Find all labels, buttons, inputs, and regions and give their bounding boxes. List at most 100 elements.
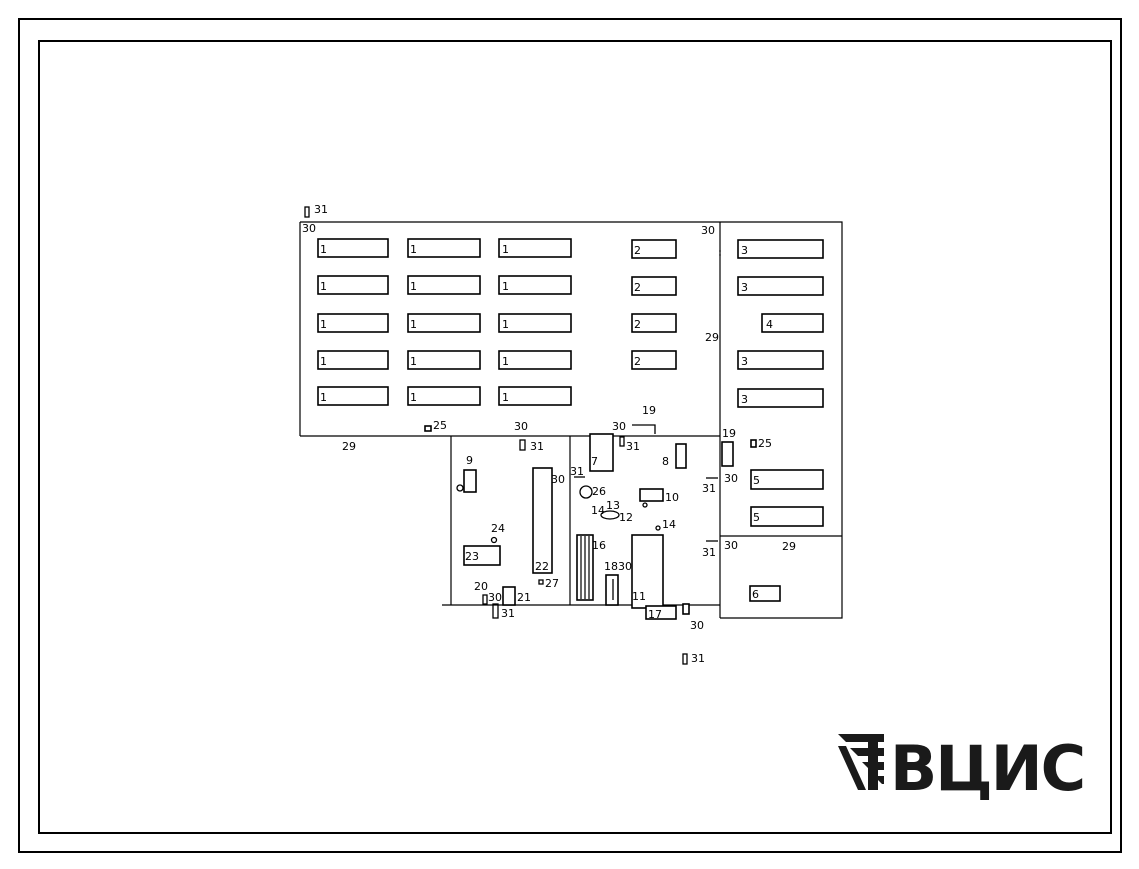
annotation-label: 30 (724, 539, 738, 552)
annotation-label: 19 (722, 427, 736, 440)
eq-label: 2 (634, 281, 641, 294)
eq-label: 22 (535, 560, 549, 573)
eq-label: 6 (752, 588, 759, 601)
eq-18-box (605, 574, 619, 606)
eq-1f-box (498, 275, 572, 295)
fixture-9-circle (456, 484, 464, 492)
fixture-30h (482, 594, 488, 605)
eq-label: 1 (502, 355, 509, 368)
eq-label: 9 (466, 454, 473, 467)
eq-11-box (631, 534, 664, 609)
eq-label: 10 (665, 491, 679, 504)
stacked-stripes-logo-icon (838, 734, 884, 790)
eq-1o-box (498, 386, 572, 406)
eq-16-stripes (580, 536, 590, 599)
fixture-10-dot (642, 502, 648, 508)
annotation-label: 30 (701, 224, 715, 237)
eq-label: 1 (320, 355, 327, 368)
eq-1j-box (317, 350, 389, 370)
fixture-31b (519, 439, 526, 451)
fixture-31g (492, 603, 499, 619)
equipment-labels: 1 1 1 1 1 1 1 1 1 1 1 1 1 1 1 2 2 2 2 3 … (320, 243, 773, 621)
fixture-19a (632, 424, 656, 434)
eq-1b-box (407, 238, 481, 258)
eq-6-box (749, 585, 781, 602)
eq-label: 17 (648, 608, 662, 621)
eq-label: 8 (662, 455, 669, 468)
annotation-label: 31 (501, 607, 515, 620)
annotation-label: 31 (702, 482, 716, 495)
annotation-labels: 31 30 30 29 29 29 25 25 30 31 30 31 19 1… (302, 203, 796, 665)
eq-5b-box (750, 506, 824, 527)
eq-label: 1 (502, 391, 509, 404)
annotation-label: 30 (690, 619, 704, 632)
eq-label: 1 (320, 280, 327, 293)
equipment-shapes (317, 238, 824, 620)
eq-1l-box (498, 350, 572, 370)
eq-1k-box (407, 350, 481, 370)
annotation-label: 30 (302, 222, 316, 235)
eq-label: 3 (741, 355, 748, 368)
eq-label: 5 (753, 511, 760, 524)
plan-fixtures (304, 206, 718, 665)
annotation-label: 29 (705, 331, 719, 344)
logo: ВЦИС (838, 732, 1086, 805)
eq-1d-box (317, 275, 389, 295)
eq-small-box (682, 603, 690, 615)
eq-25b-box (750, 439, 757, 448)
eq-22-box (532, 467, 553, 574)
annotation-label: 29 (342, 440, 356, 453)
eq-label: 1 (410, 355, 417, 368)
fixture-26-circle (579, 485, 593, 499)
eq-label: 4 (766, 318, 773, 331)
eq-label: 1 (410, 280, 417, 293)
eq-label: 7 (591, 455, 598, 468)
annotation-label: 26 (592, 485, 606, 498)
annotation-label: 31 (570, 465, 584, 478)
annotation-label: 31 (530, 440, 544, 453)
eq-label: 21 (517, 591, 531, 604)
eq-1e-box (407, 275, 481, 295)
eq-label: 2 (634, 244, 641, 257)
annotation-label: 14 (591, 504, 605, 517)
eq-9-box (463, 469, 477, 493)
eq-23-box (463, 545, 501, 566)
fixture-31c (619, 436, 625, 447)
annotation-label: 24 (491, 522, 505, 535)
eq-10-box (639, 488, 664, 502)
eq-25a-box (424, 425, 432, 432)
annotation-label: 25 (758, 437, 772, 450)
eq-label: 23 (465, 550, 479, 563)
annotation-label: 30 (612, 420, 626, 433)
eq-label: 3 (741, 244, 748, 257)
annotation-label: 20 (474, 580, 488, 593)
annotation-label: 13 (606, 499, 620, 512)
eq-7-box (589, 433, 614, 472)
annotation-label: 30 (488, 591, 502, 604)
logo-text: ВЦИС (890, 732, 1084, 805)
eq-label: 16 (592, 539, 606, 552)
eq-label: 1 (410, 391, 417, 404)
eq-1m-box (317, 386, 389, 406)
annotation-label: 31 (314, 203, 328, 216)
eq-3b-box (737, 276, 824, 296)
fixture-13-ellipse (600, 510, 620, 520)
eq-8-box (675, 443, 687, 469)
eq-2d-box (631, 350, 677, 370)
eq-2b-box (631, 276, 677, 296)
drawing-inner-frame (38, 40, 1112, 834)
wall-outline-right (300, 221, 843, 619)
eq-1n-box (407, 386, 481, 406)
annotation-label: 19 (642, 404, 656, 417)
fixture-27 (538, 579, 544, 585)
eq-1c-box (498, 238, 572, 258)
eq-label: 1 (410, 243, 417, 256)
annotation-label: 31 (702, 546, 716, 559)
eq-17-box (645, 605, 677, 620)
eq-3d-box (737, 388, 824, 408)
eq-label: 2 (634, 318, 641, 331)
eq-label: 1 (502, 318, 509, 331)
drawing-outer-frame (18, 18, 1122, 853)
eq-label: 1 (320, 318, 327, 331)
